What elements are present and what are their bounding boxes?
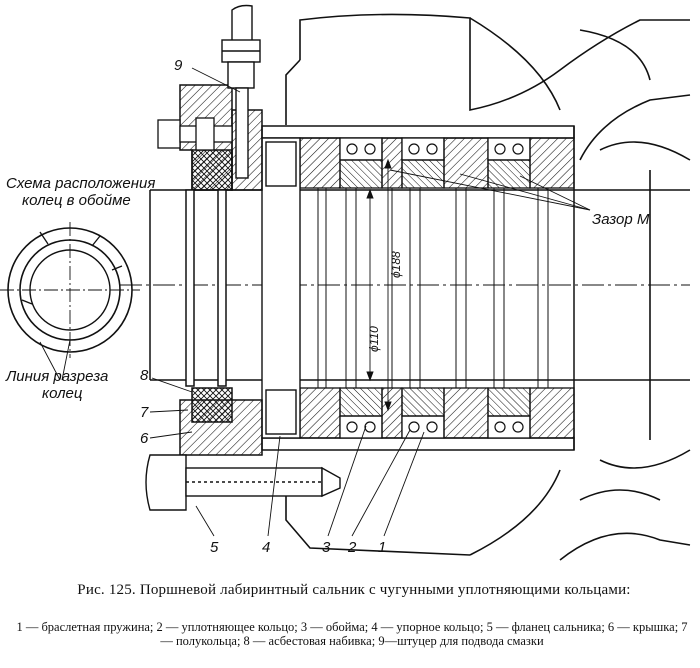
callout-8: 8 <box>140 367 149 384</box>
lubrication-fitting <box>221 4 261 179</box>
callout-9: 9 <box>174 57 183 74</box>
callout-7: 7 <box>140 404 149 421</box>
callout-5: 5 <box>210 539 219 556</box>
cage-inner-lines <box>317 188 549 388</box>
callout-leaders <box>149 67 591 537</box>
cut-line-label-line1: Линия разреза <box>5 368 108 385</box>
callout-6: 6 <box>140 430 149 447</box>
inset-title-line1: Схема расположения <box>6 175 155 192</box>
dim-outer-label: ϕ188 <box>389 251 403 278</box>
dimension-lines <box>366 158 392 412</box>
bolt-bottom <box>145 454 341 511</box>
callout-2: 2 <box>347 539 357 556</box>
callout-1: 1 <box>378 539 386 556</box>
figure-caption-legend: 1 — браслетная пружина; 2 — уплотняющее … <box>16 620 688 648</box>
bracelet-springs-bottom <box>346 421 524 433</box>
callout-3: 3 <box>322 539 331 556</box>
cut-line-label-line2: колец <box>42 385 83 402</box>
cylinder-housing <box>285 13 691 561</box>
inset-title-line2: колец в обойме <box>22 192 131 209</box>
callout-4: 4 <box>262 539 270 556</box>
ring-chambers-top <box>299 137 575 189</box>
gland-drawing: ϕ188 ϕ110 9 8 7 6 5 4 3 2 1 Схема распол… <box>0 4 691 561</box>
bolt-top <box>157 117 233 151</box>
figure-caption-title: Рис. 125. Поршневой лабиринтный сальник … <box>77 582 631 598</box>
gap-label: Зазор M <box>592 211 650 228</box>
ring-scheme-inset <box>0 222 140 381</box>
dim-inner-label: ϕ110 <box>367 326 381 352</box>
bracelet-springs-top <box>346 143 524 155</box>
ring-chambers-bottom <box>299 387 575 439</box>
thrust-ring <box>261 137 301 439</box>
